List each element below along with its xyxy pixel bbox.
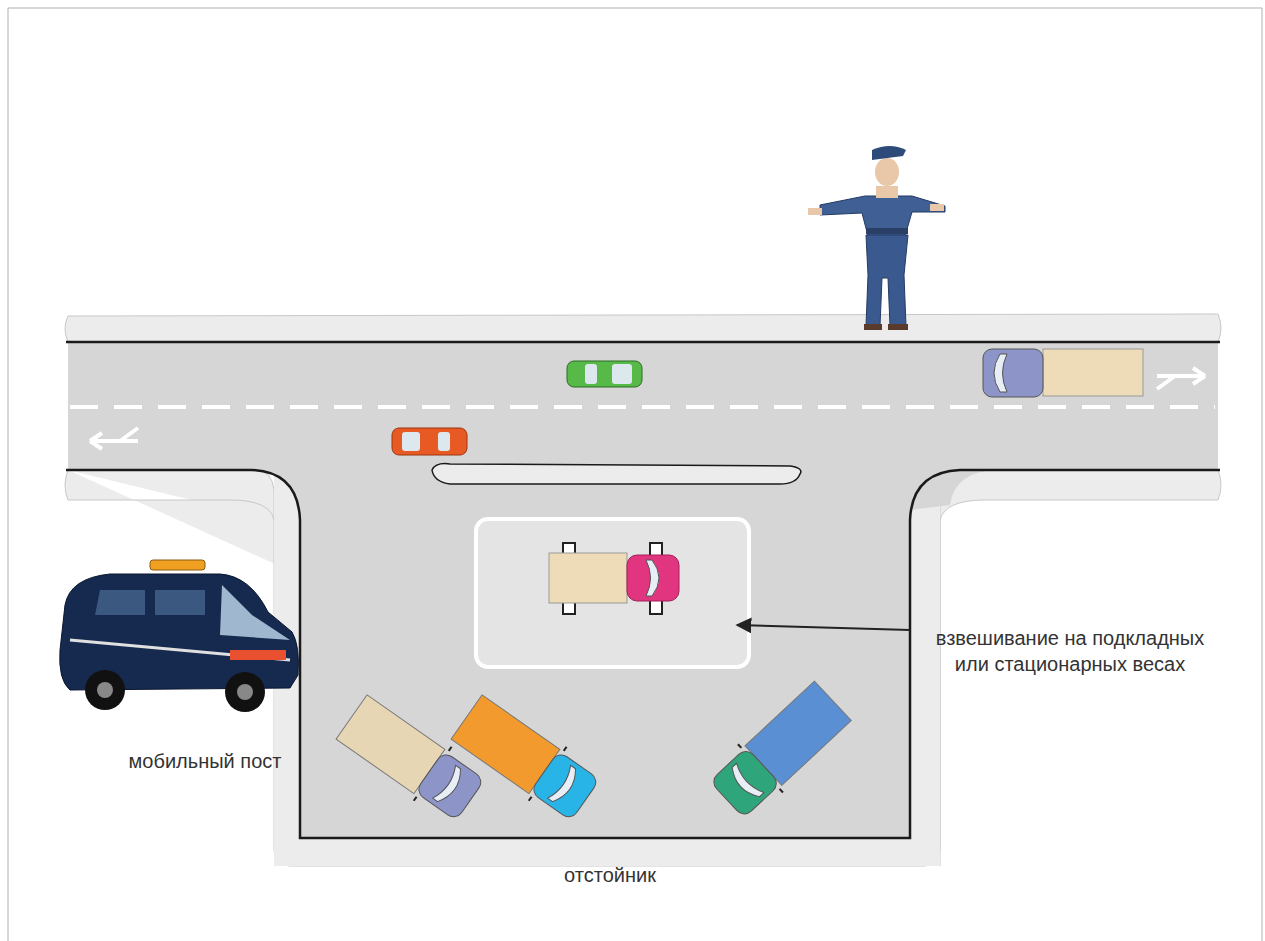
green-car <box>567 361 642 387</box>
truck-on-road <box>983 349 1143 397</box>
parked-truck <box>704 677 855 824</box>
truck-on-scales <box>549 543 679 614</box>
traffic-officer <box>808 146 945 330</box>
parked-truck <box>333 690 490 827</box>
area-label: отстойник <box>520 862 700 888</box>
center-line <box>70 405 1215 409</box>
frame <box>8 8 1262 941</box>
mobile-post-van <box>60 560 299 712</box>
orange-car <box>392 428 467 455</box>
post-label: мобильный пост <box>115 748 295 774</box>
leader-arrow <box>737 625 910 630</box>
traffic-island <box>432 464 801 484</box>
callout-label: взвешивание на подкладных или стационарн… <box>925 625 1215 677</box>
parked-truck <box>448 690 605 827</box>
weighing-platform <box>476 519 749 667</box>
